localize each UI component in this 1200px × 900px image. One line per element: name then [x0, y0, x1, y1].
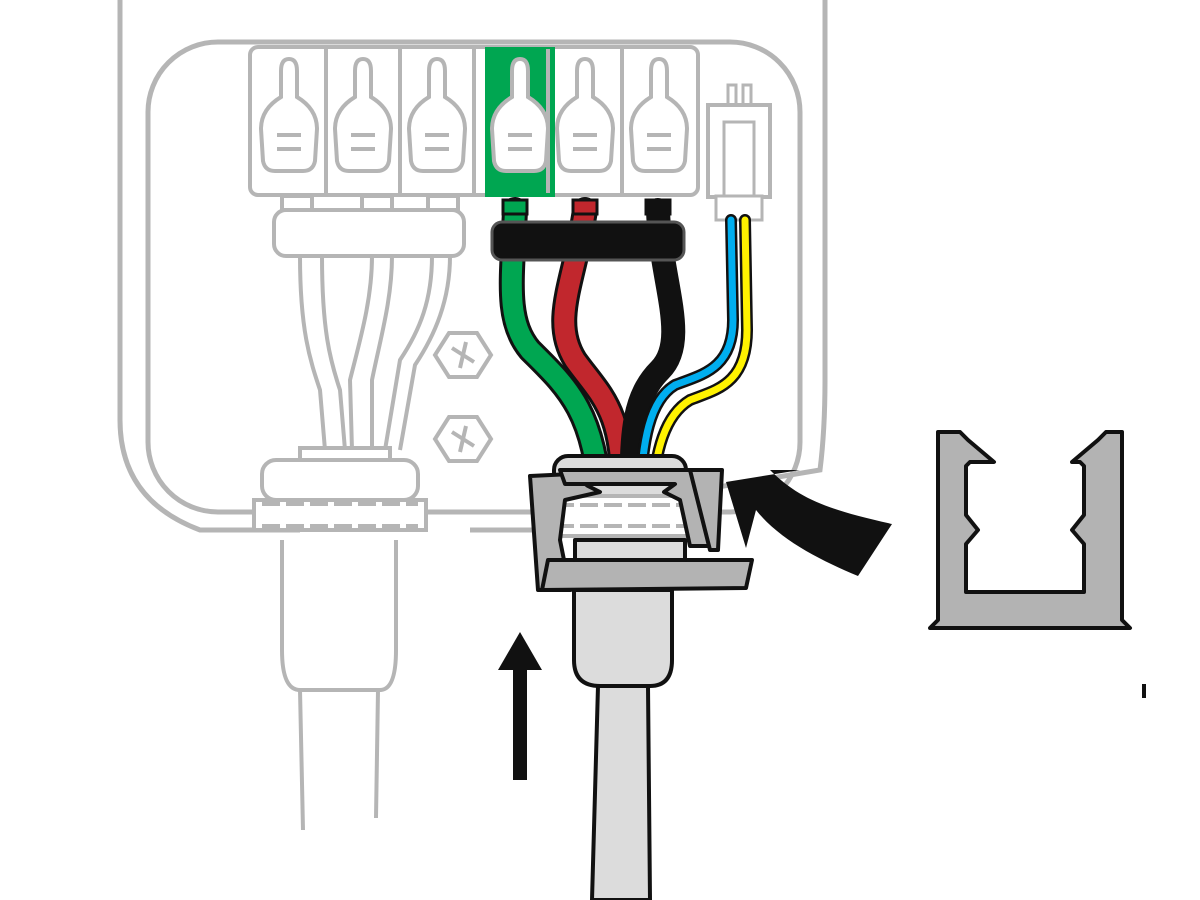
- terminal-strip: [248, 45, 700, 197]
- clamp-profile-icon: [928, 430, 1132, 630]
- new-cable: [546, 454, 694, 900]
- inner-compartment: [145, 39, 803, 515]
- existing-cable-assembly: [252, 194, 466, 831]
- wire-green: [498, 197, 613, 513]
- wire-blue: [634, 214, 740, 506]
- terminal: [546, 49, 616, 193]
- sensor-connector: [706, 83, 772, 222]
- wire-black: [619, 198, 686, 512]
- edge-mark: [1142, 684, 1146, 698]
- terminal: [324, 49, 394, 193]
- slide-in-arrow-icon: [726, 470, 892, 576]
- terminal: [258, 56, 320, 173]
- terminal: [398, 49, 468, 193]
- terminal-active: [472, 47, 555, 197]
- screw-icon: [432, 415, 494, 463]
- wire-red: [551, 197, 636, 513]
- push-up-arrow-icon: [498, 632, 542, 780]
- cable-clamp: [528, 468, 754, 592]
- wire-sleeve: [490, 220, 686, 262]
- screw-icon: [432, 331, 494, 379]
- terminal: [620, 49, 690, 193]
